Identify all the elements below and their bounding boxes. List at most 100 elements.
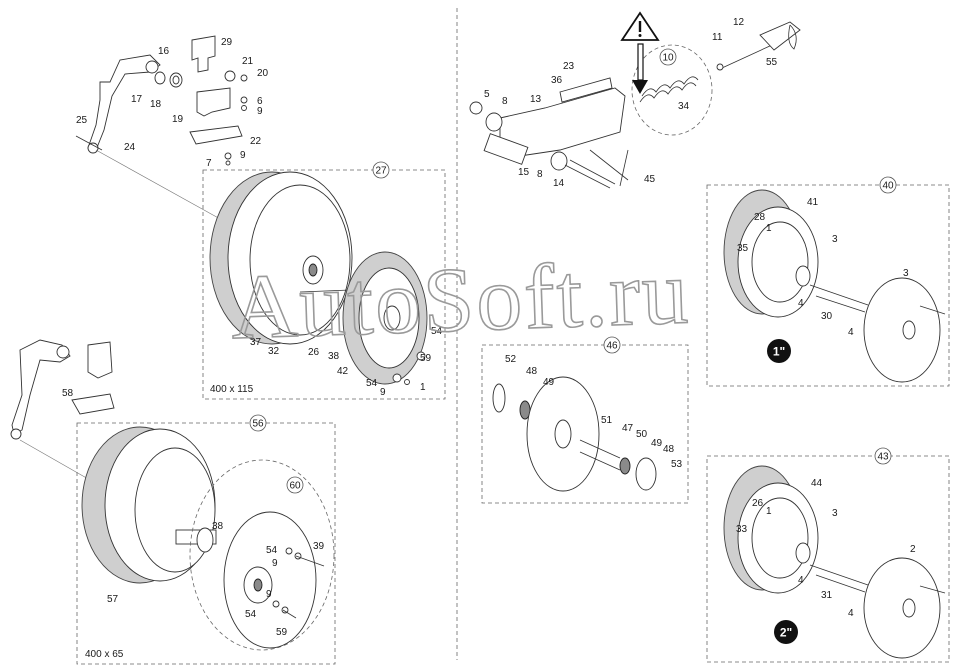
part-label: 9 xyxy=(272,558,278,569)
part-label: 6 xyxy=(257,96,263,107)
warning-triangle-icon xyxy=(620,11,660,94)
part-label: 20 xyxy=(257,68,269,79)
part-label: 58 xyxy=(62,388,74,399)
part-label: 49 xyxy=(651,438,663,449)
callout-40: 40 xyxy=(882,181,894,192)
part-label: 4 xyxy=(798,298,804,309)
part-label: 17 xyxy=(131,94,143,105)
part-label: 14 xyxy=(553,178,565,189)
part-label: 23 xyxy=(563,61,575,72)
callout-60: 60 xyxy=(289,481,301,492)
part-label: 42 xyxy=(337,366,349,377)
part-label: 19 xyxy=(172,114,184,125)
part-label: 51 xyxy=(601,415,613,426)
part-label: 16 xyxy=(158,46,170,57)
part-label: 35 xyxy=(737,243,749,254)
callout-10: 10 xyxy=(662,53,674,64)
part-label: 59 xyxy=(276,627,288,638)
part-label: 7 xyxy=(206,158,212,169)
part-label: 31 xyxy=(821,590,833,601)
part-label: 9 xyxy=(240,150,246,161)
part-label: 34 xyxy=(678,101,690,112)
part-label: 13 xyxy=(530,94,542,105)
wheel-size-label-400x115: 400 x 115 xyxy=(210,384,254,395)
part-label: 1 xyxy=(766,223,772,234)
part-label: 59 xyxy=(420,353,432,364)
part-label: 30 xyxy=(821,311,833,322)
part-label: 57 xyxy=(107,594,119,605)
part-label: 26 xyxy=(308,347,320,358)
callout-56: 56 xyxy=(252,419,264,430)
part-label: 15 xyxy=(518,167,530,178)
part-label: 47 xyxy=(622,423,634,434)
part-label: 2 xyxy=(910,544,916,555)
part-label: 54 xyxy=(266,545,278,556)
part-label: 3 xyxy=(832,508,838,519)
part-label: 55 xyxy=(766,57,778,68)
arm-assembly-top-left xyxy=(75,35,248,231)
part-label: 37 xyxy=(250,337,262,348)
hub-disc-assembly-40 xyxy=(723,189,946,383)
part-label: 3 xyxy=(903,268,909,279)
callout-27: 27 xyxy=(375,166,387,177)
part-label: 9 xyxy=(266,589,272,600)
size-badge-1in xyxy=(767,339,791,363)
part-label: 54 xyxy=(366,378,378,389)
hub-bearing-assembly-46 xyxy=(492,376,657,492)
group-40-frame xyxy=(706,184,950,387)
part-label: 4 xyxy=(798,575,804,586)
part-label: 4 xyxy=(848,608,854,619)
part-label: 44 xyxy=(811,478,823,489)
part-label: 11 xyxy=(712,32,723,43)
part-label: 33 xyxy=(736,524,748,535)
part-label: 1 xyxy=(766,506,772,517)
part-label: 45 xyxy=(644,174,656,185)
wheel-400x115-assembly xyxy=(209,171,428,385)
group-56-frame xyxy=(76,422,336,665)
hub-disc-assembly-43 xyxy=(723,465,946,659)
part-label: 39 xyxy=(313,541,325,552)
spring-34 xyxy=(639,76,699,103)
part-label: 32 xyxy=(268,346,280,357)
part-label: 38 xyxy=(212,521,224,532)
part-label: 25 xyxy=(76,115,88,126)
part-label: 54 xyxy=(431,326,443,337)
badge-label-2in: 2" xyxy=(780,626,792,640)
part-label: 29 xyxy=(221,37,233,48)
part-label: 36 xyxy=(551,75,563,86)
part-label: 28 xyxy=(754,212,766,223)
part-label: 22 xyxy=(250,136,262,147)
size-badge-2in xyxy=(774,620,798,644)
arm-assembly-mid-left xyxy=(10,339,115,481)
part-label: 24 xyxy=(124,142,136,153)
callout-43: 43 xyxy=(877,452,889,463)
part-label: 9 xyxy=(380,387,386,398)
part-label: 38 xyxy=(328,351,340,362)
part-label: 26 xyxy=(752,498,764,509)
part-label: 53 xyxy=(671,459,683,470)
part-label: 12 xyxy=(733,17,745,28)
part-label: 1 xyxy=(420,382,426,393)
part-label: 54 xyxy=(245,609,257,620)
part-label: 21 xyxy=(242,56,254,67)
part-label: 52 xyxy=(505,354,517,365)
wheel-size-label-400x65: 400 x 65 xyxy=(85,649,124,660)
part-label: 9 xyxy=(257,106,263,117)
watermark: AutoSoft.ru xyxy=(229,240,691,358)
part-label: 18 xyxy=(150,99,162,110)
wheel-400x65-assembly xyxy=(81,426,335,651)
part-label: 49 xyxy=(543,377,555,388)
group-43-frame xyxy=(706,455,950,663)
part-label: 5 xyxy=(484,89,490,100)
part-label: 48 xyxy=(526,366,538,377)
group-27-frame xyxy=(202,169,446,400)
part-label: 41 xyxy=(807,197,819,208)
part-label: 50 xyxy=(636,429,648,440)
part-label: 8 xyxy=(502,96,508,107)
lever-spring-assembly xyxy=(469,21,801,189)
part-label: 4 xyxy=(848,327,854,338)
callout-46: 46 xyxy=(606,341,618,352)
part-label: 3 xyxy=(832,234,838,245)
part-label: 8 xyxy=(537,169,543,180)
